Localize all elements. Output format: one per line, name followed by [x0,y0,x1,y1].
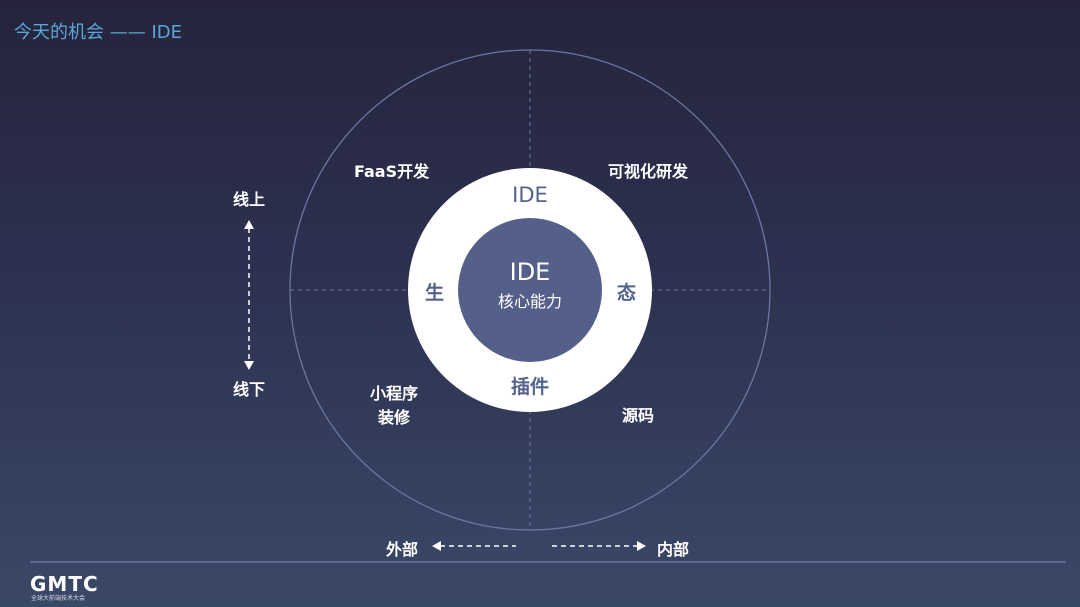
ring-label-top: IDE [512,183,548,207]
slide-title: 今天的机会 —— IDE [14,22,182,43]
arrow-left-icon [432,541,441,551]
ring-label-bottom: 插件 [510,376,549,398]
arrow-right-icon [637,541,646,551]
axis-external: 外部 [386,540,419,559]
gmtc-logo: GMTC [30,572,99,596]
quadrant-top-left: FaaS开发 [354,162,430,181]
arrow-down-icon [244,361,254,370]
axis-online: 线上 [233,190,266,209]
quadrant-bottom-left-line2: 装修 [377,408,410,427]
quadrant-bottom-left-line1: 小程序 [369,384,418,403]
gmtc-logo-subtitle: 全球大前端技术大会 [31,595,86,602]
quadrant-bottom-right: 源码 [622,406,655,425]
axis-internal: 内部 [657,540,690,559]
center-subtitle: 核心能力 [497,292,562,311]
center-title: IDE [509,258,551,286]
quadrant-bottom-left: 小程序 装修 [362,382,426,430]
ring-label-left: 生 [425,282,445,304]
ring-label-right: 态 [617,282,637,304]
center-label: IDE 核心能力 [458,258,602,312]
quadrant-top-right: 可视化研发 [608,162,689,181]
arrow-up-icon [244,220,254,229]
axis-offline: 线下 [233,380,266,399]
center-circle [458,218,602,362]
